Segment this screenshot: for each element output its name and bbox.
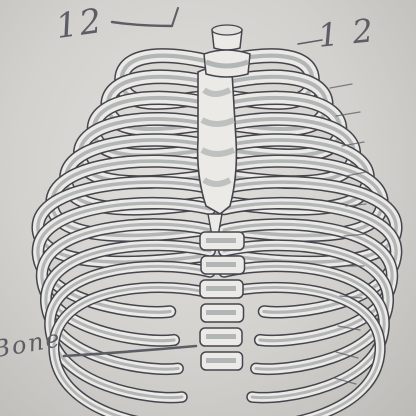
vertebra-shading [206, 262, 236, 267]
right-rib-8 [217, 196, 403, 319]
right-rib-10 [218, 239, 394, 375]
label-line-right [297, 39, 323, 45]
vertebra-shading [206, 358, 236, 363]
left-ribs [31, 48, 218, 416]
label-line-bone [62, 344, 198, 358]
vertebra-shading [206, 286, 236, 291]
pencil-marks [62, 7, 367, 385]
lumbar-spine [199, 231, 246, 371]
label-line-left [110, 20, 174, 28]
upper-vertebrae [203, 24, 251, 78]
left-rib-10 [40, 239, 216, 375]
right-rib-9 [217, 218, 399, 347]
right-rib-11 [218, 260, 390, 404]
vertebra-shading [206, 238, 236, 243]
left-rib-8 [31, 196, 217, 319]
rib-count-label-right: 1 2 [316, 11, 377, 55]
rib-count-label-left: 12 [53, 0, 106, 48]
vertebra-shading [206, 310, 236, 315]
vertebra-shading [206, 334, 236, 339]
right-ribs [216, 48, 403, 416]
left-rib-9 [35, 218, 217, 347]
left-rib-12 [48, 281, 216, 416]
sternum [196, 67, 238, 237]
left-rib-11 [44, 260, 216, 404]
right-rib-12 [218, 281, 386, 416]
